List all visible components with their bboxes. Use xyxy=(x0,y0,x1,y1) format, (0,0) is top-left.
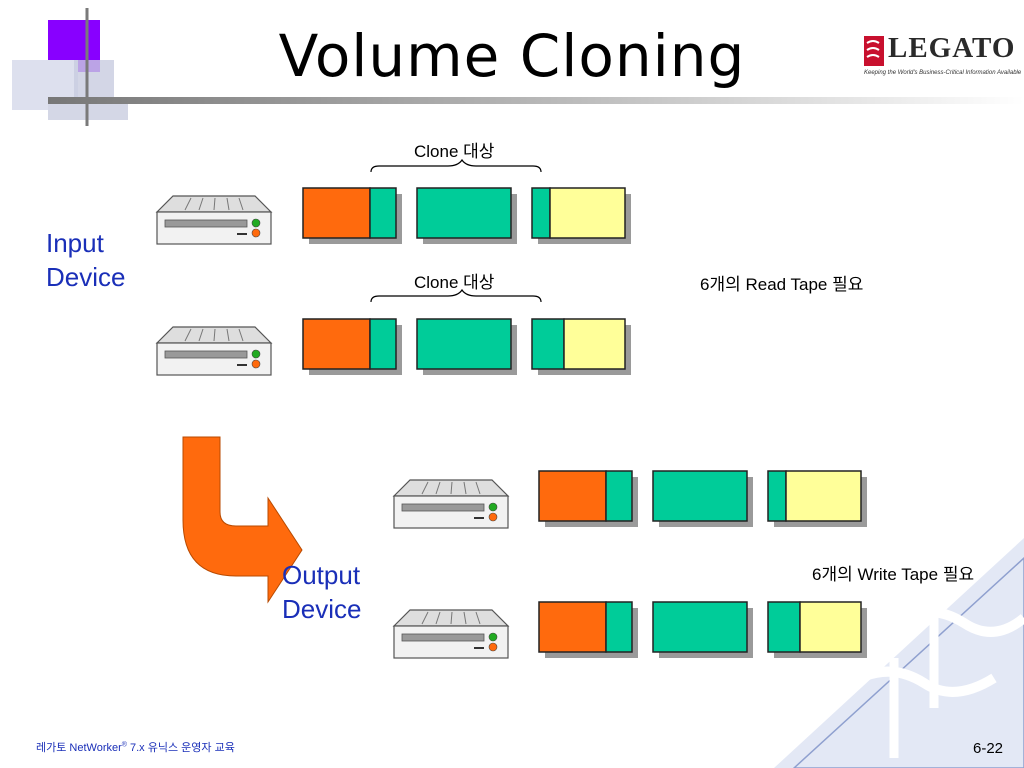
volume-yellow-segment xyxy=(563,318,626,370)
legato-logo-icon xyxy=(864,36,884,66)
volume-teal-segment xyxy=(531,318,565,370)
volume-yellow-segment xyxy=(799,601,862,653)
input-label-line2: Device xyxy=(46,262,126,292)
volume-teal-segment xyxy=(605,470,633,522)
footer-course-title: 레가토 NetWorker® 7.x 유닉스 운영자 교육 xyxy=(36,739,235,755)
page-number: 6-22 xyxy=(973,740,1004,757)
clone-target-label-mid: Clone 대상 xyxy=(414,273,495,292)
output-label-line2: Device xyxy=(282,594,362,624)
gray-square-right xyxy=(74,60,114,100)
corner-decoration xyxy=(12,8,128,126)
volume-orange-segment xyxy=(302,318,371,370)
volume-teal-segment xyxy=(531,187,551,239)
logo-tagline: Keeping the World's Business-Critical In… xyxy=(864,70,1022,76)
tape-drive-icon xyxy=(393,609,509,659)
volume-orange-segment xyxy=(538,470,607,522)
tape-drive-icon xyxy=(393,479,509,529)
volume-teal-segment xyxy=(605,601,633,653)
volume-teal-segment xyxy=(767,601,801,653)
footer-reg-mark: ® xyxy=(121,741,127,749)
volume-teal-block xyxy=(652,601,748,653)
volume-yellow-segment xyxy=(785,470,862,522)
logo-wordmark: LEGATO xyxy=(888,32,1016,64)
volume-teal-segment xyxy=(767,470,787,522)
slide-title: Volume Cloning xyxy=(278,22,746,90)
write-tape-note: 6개의 Write Tape 필요 xyxy=(812,565,975,584)
footer-prefix: 레가토 NetWorker xyxy=(36,742,122,754)
clone-brace-top xyxy=(370,158,542,173)
clone-target-label-top: Clone 대상 xyxy=(414,142,495,161)
clone-brace-mid xyxy=(370,288,542,303)
watermark-waves xyxy=(774,538,1024,768)
tape-drive-icon xyxy=(156,326,272,376)
volume-orange-segment xyxy=(302,187,371,239)
read-tape-note: 6개의 Read Tape 필요 xyxy=(700,275,864,294)
curved-arrow-icon xyxy=(182,436,303,604)
input-device-label: Input Device xyxy=(46,226,125,294)
tape-drive-icon xyxy=(156,195,272,245)
output-device-label: Output Device xyxy=(282,558,361,626)
output-label-line1: Output xyxy=(282,560,361,590)
title-rule xyxy=(48,97,1024,104)
volume-teal-segment xyxy=(369,318,397,370)
volume-yellow-segment xyxy=(549,187,626,239)
footer-suffix: 7.x 유닉스 운영자 교육 xyxy=(126,742,235,754)
legato-logo: LEGATO Keeping the World's Business-Crit… xyxy=(862,32,1022,82)
volume-teal-block xyxy=(652,470,748,522)
volume-orange-segment xyxy=(538,601,607,653)
volume-teal-segment xyxy=(369,187,397,239)
volume-teal-block xyxy=(416,318,512,370)
input-label-line1: Input xyxy=(46,228,104,258)
volume-teal-block xyxy=(416,187,512,239)
